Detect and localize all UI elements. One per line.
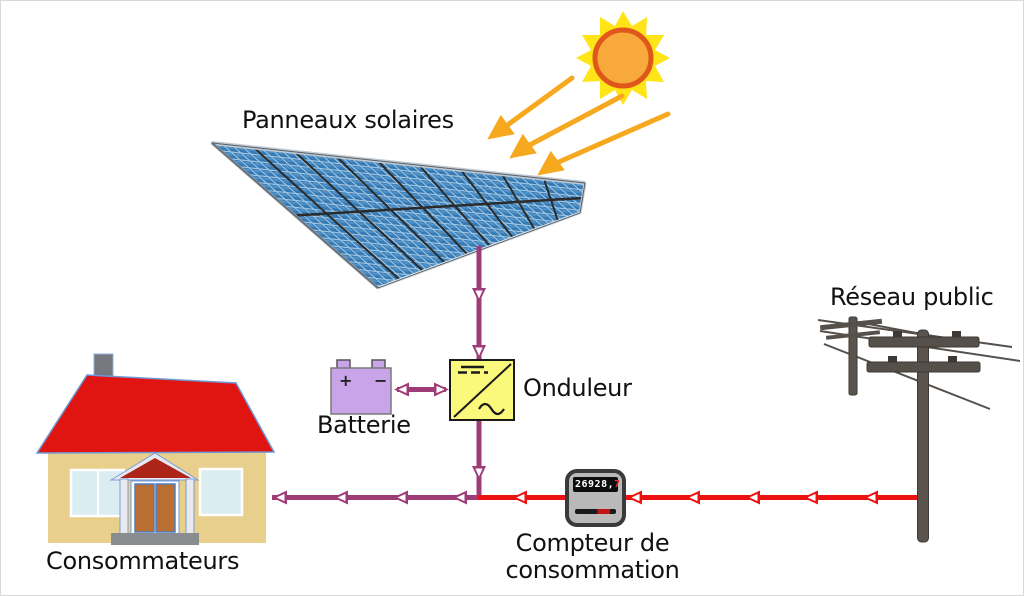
utility-pole — [817, 316, 1021, 543]
solar-panels-label: Panneaux solaires — [242, 106, 454, 134]
panel-dividers — [252, 146, 583, 281]
meter-reading: 26928, — [575, 479, 615, 490]
left-arrowhead — [333, 490, 348, 505]
sunlight-arrows — [487, 75, 671, 179]
house-roof — [35, 374, 276, 454]
sun-icon — [576, 11, 670, 105]
left-arrowhead — [272, 490, 287, 505]
consumers-label: Consommateurs — [46, 547, 240, 575]
door-leaf-right — [155, 483, 176, 533]
insulator — [948, 356, 957, 363]
door-leaf-left — [134, 483, 155, 533]
crossarm-upper — [868, 336, 980, 348]
pole-main — [917, 329, 929, 543]
inverter-label: Onduleur — [523, 374, 632, 402]
pole-small-crossarm-2 — [825, 330, 881, 340]
left-arrowhead — [393, 490, 408, 505]
meter-label-line1: Compteur de — [515, 529, 670, 557]
down-arrowhead — [472, 288, 486, 303]
pole-small — [848, 316, 858, 396]
left-arrowhead — [685, 490, 700, 505]
left-arrowhead — [627, 490, 642, 505]
sun-ray-1 — [499, 75, 575, 132]
right-arrowhead — [434, 382, 449, 397]
insulator — [888, 356, 897, 363]
public-grid-label: Réseau public — [830, 283, 994, 311]
sun-ray-3 — [549, 111, 671, 168]
meter-display: 26928,7 — [573, 477, 621, 492]
porch-pediment — [120, 458, 191, 478]
left-arrowhead — [803, 490, 818, 505]
inverter-box — [449, 359, 515, 421]
meter-decimal-digit: 7 — [614, 479, 621, 490]
meter-label: Compteur de consommation — [495, 530, 690, 584]
left-arrowhead — [512, 490, 527, 505]
down-arrowhead — [472, 466, 486, 481]
insulator — [952, 331, 961, 338]
window-right — [198, 467, 244, 517]
ac-sine-icon — [478, 402, 505, 416]
battery-label: Batterie — [317, 411, 411, 439]
left-arrowhead — [394, 382, 409, 397]
meter-label-line2: consommation — [505, 556, 680, 584]
meter-bar — [575, 509, 616, 514]
pole-small-crossarm-1 — [819, 318, 883, 331]
panel-cells — [212, 143, 585, 288]
insulator — [893, 331, 902, 338]
sun-ray-2 — [521, 93, 625, 151]
consumption-meter: 26928,7 — [565, 469, 626, 527]
porch-column-right — [185, 478, 195, 535]
battery-box: + − — [330, 359, 392, 415]
battery-plus-sign: + — [339, 371, 352, 390]
inverter-diagonal — [453, 363, 512, 418]
house — [35, 353, 276, 545]
left-arrowhead — [745, 490, 760, 505]
porch-step — [111, 533, 199, 545]
left-arrowhead — [452, 490, 467, 505]
solar-panel — [210, 141, 587, 290]
porch-column-left — [119, 478, 129, 535]
sun-core — [592, 27, 654, 89]
sun-ray-arrowhead — [509, 139, 532, 162]
sun-ray-arrowhead — [537, 156, 560, 179]
battery-body — [330, 367, 392, 415]
down-arrowhead — [472, 345, 486, 360]
left-arrowhead — [863, 490, 878, 505]
battery-minus-sign: − — [374, 371, 387, 390]
dc-symbol-icon — [458, 365, 488, 374]
crossarm-lower — [866, 361, 981, 373]
